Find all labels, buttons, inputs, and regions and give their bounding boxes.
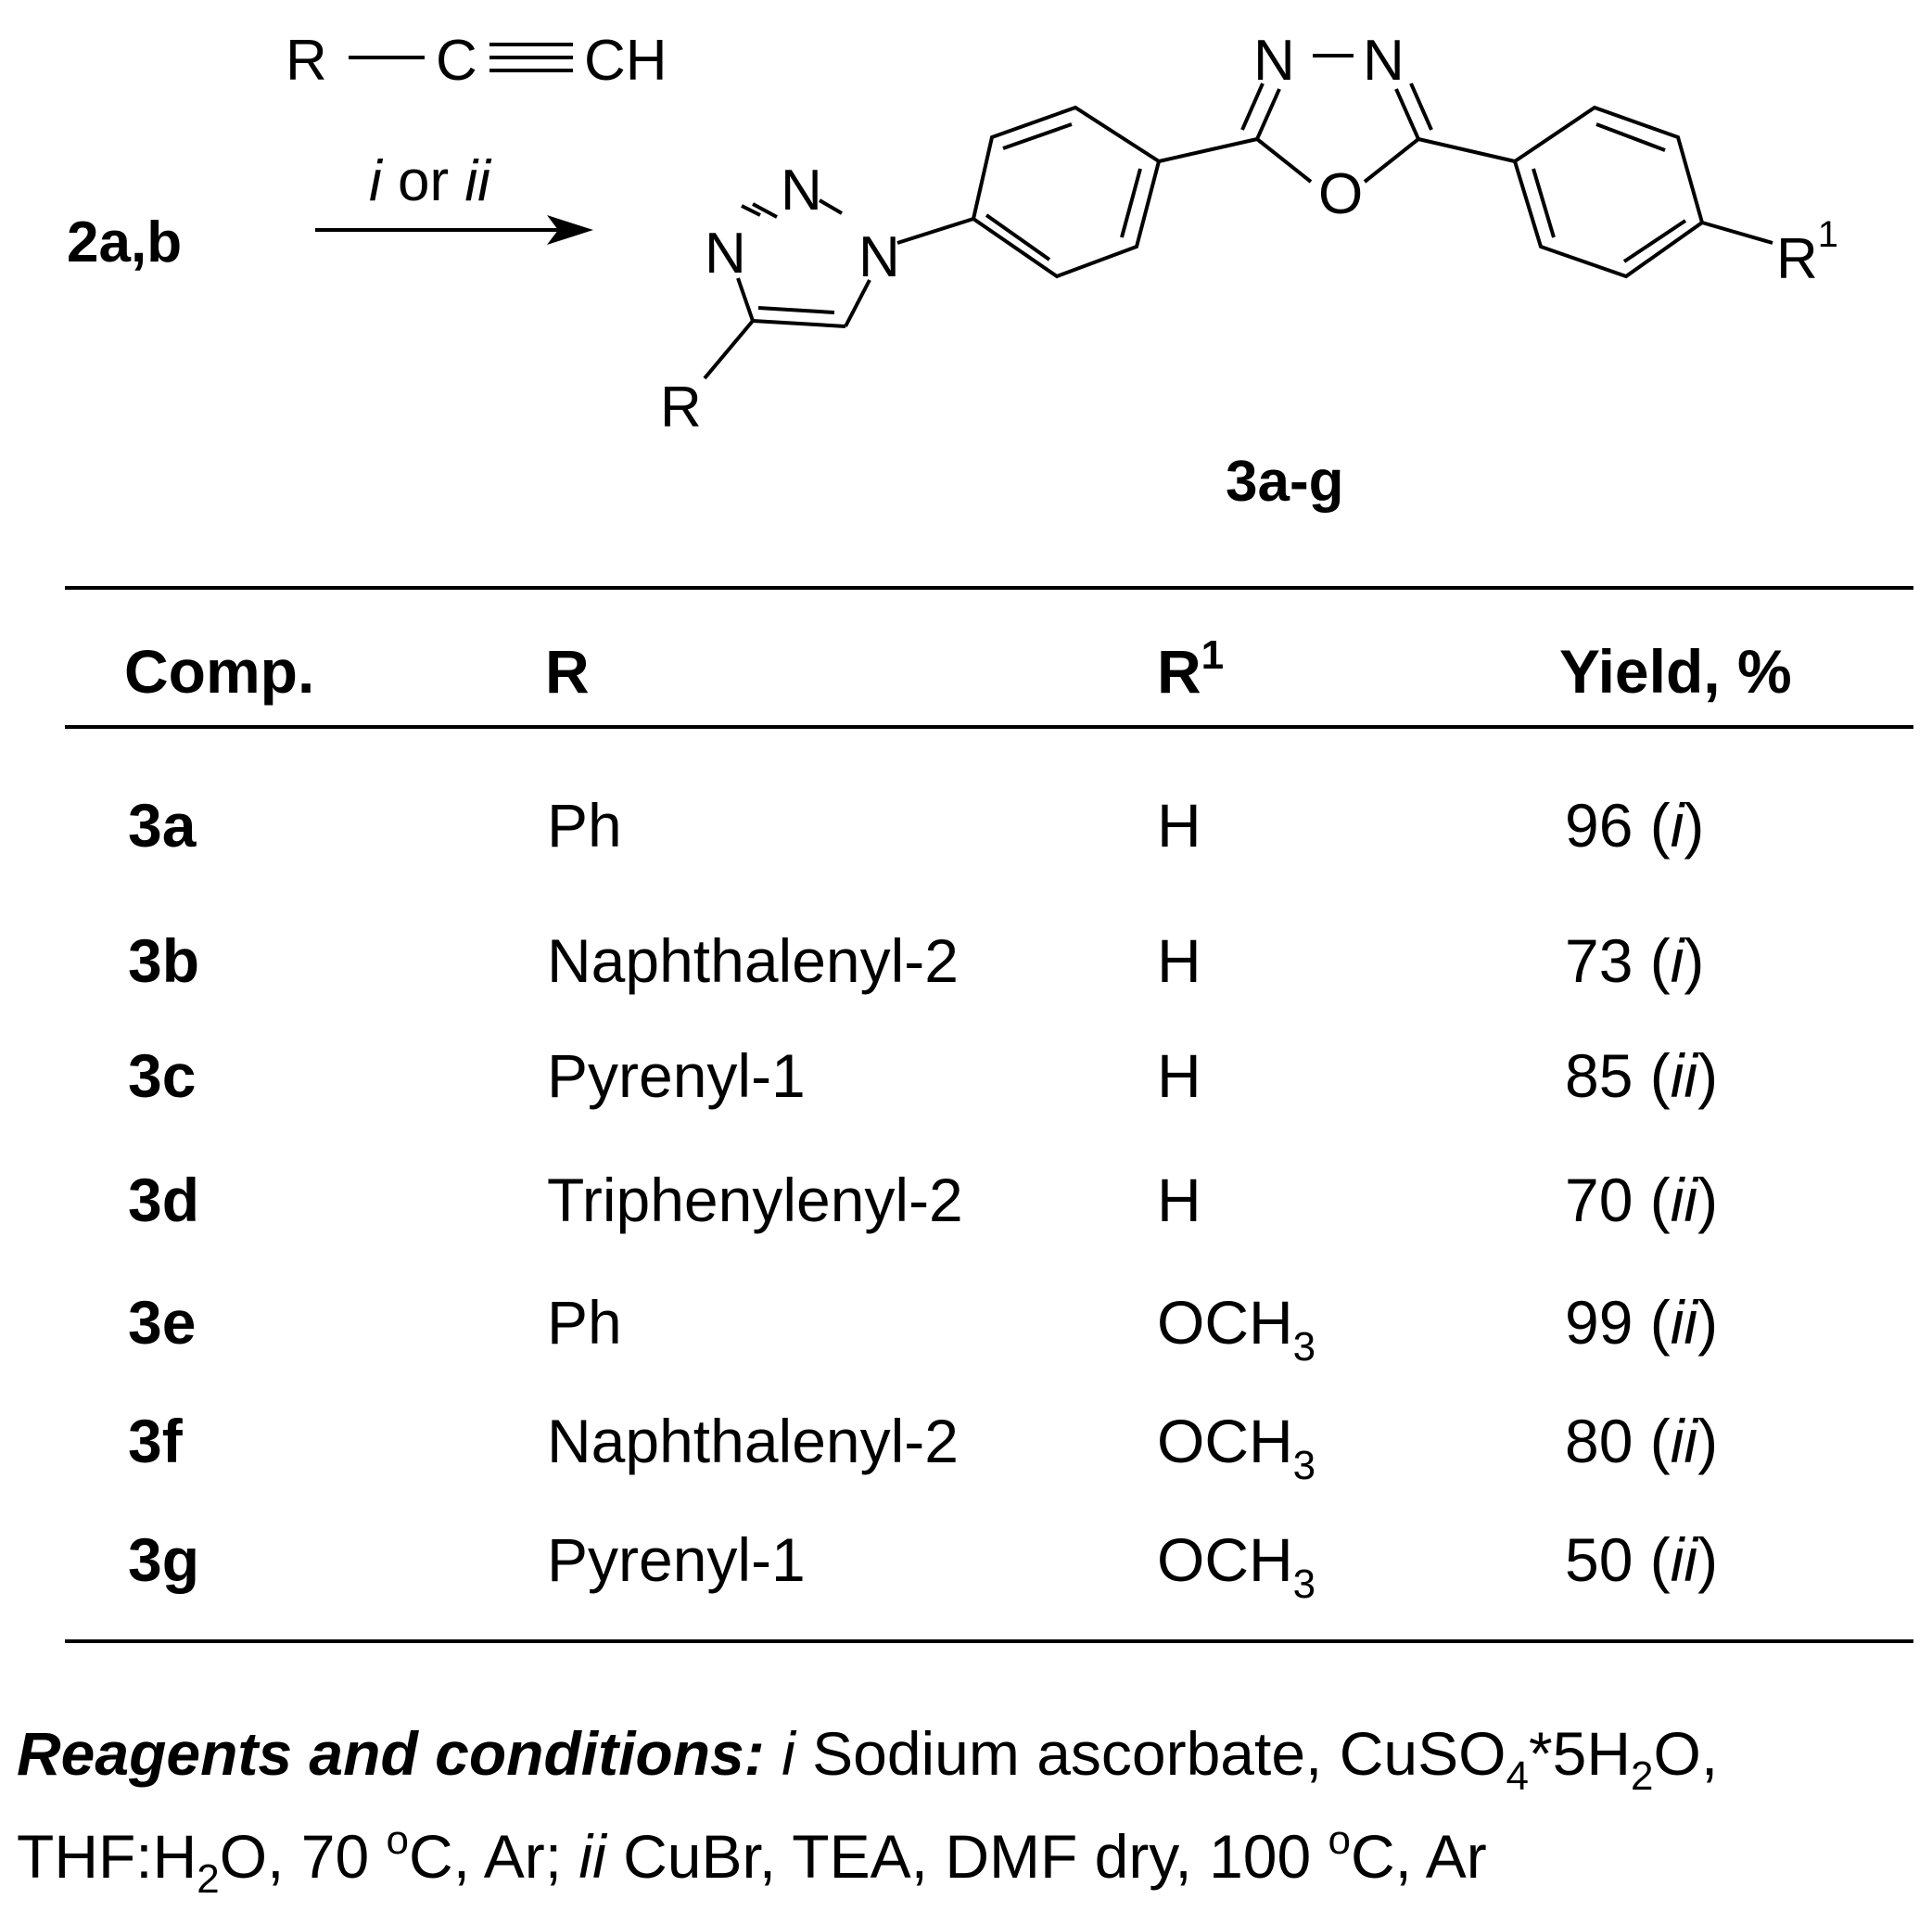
- reagents-conditions-note: Reagents and conditions: i Sodium ascorb…: [17, 1719, 1719, 1902]
- row-0-yield: 96 (i): [1565, 791, 1705, 860]
- row-6-comp: 3g: [128, 1525, 200, 1594]
- header-yield: Yield, %: [1559, 637, 1792, 706]
- arrow-head: [547, 215, 593, 245]
- triazole-n3-atom: N: [858, 225, 900, 289]
- left-phenyl-double-1: [1002, 122, 1073, 150]
- row-6-yield: 50 (ii): [1565, 1525, 1719, 1594]
- n4-c5-bond: [1394, 88, 1420, 140]
- row-3-r: Triphenylenyl-2: [547, 1166, 963, 1234]
- reagent-r-atom: R: [286, 29, 327, 93]
- notes-heading: Reagents and conditions:: [17, 1719, 765, 1788]
- row-5-r1: OCH3: [1157, 1407, 1316, 1488]
- row-5-comp: 3f: [128, 1407, 183, 1475]
- n2-n3-bond: [818, 198, 844, 215]
- r1-substituent: R1: [1776, 214, 1838, 291]
- left-phenyl-hexagon: [971, 105, 1162, 279]
- oxadiazole-n-left-atom: N: [1253, 29, 1295, 93]
- row-0-comp: 3a: [128, 791, 197, 860]
- table-bottom-rule: [65, 1639, 1913, 1643]
- triazole-r-atom: R: [660, 376, 702, 440]
- o-c2-bond: [1255, 137, 1313, 184]
- left-phenyl-double-3: [985, 213, 1051, 261]
- row-1-yield: 73 (i): [1565, 926, 1705, 995]
- reagent-ch-atom: CH: [584, 29, 667, 93]
- row-6-r: Pyrenyl-1: [547, 1525, 806, 1594]
- product-label: 3a-g: [1226, 450, 1343, 514]
- arrow-conditions: i or ii: [369, 149, 492, 213]
- right-phenyl-ring: [1512, 105, 1773, 279]
- row-2-r: Pyrenyl-1: [547, 1041, 806, 1110]
- n1-n2-bond: [752, 202, 778, 219]
- reaction-arrow: i or ii: [315, 149, 593, 245]
- c5-c4-bond: [752, 319, 846, 328]
- triazole-ring: [703, 198, 974, 380]
- phenyl-oxadiazole-bond: [1158, 137, 1258, 163]
- right-phenyl-hexagon: [1512, 105, 1705, 279]
- row-1-r1: H: [1157, 926, 1201, 995]
- oxadiazole-n-right-atom: N: [1363, 29, 1405, 93]
- row-0-r: Ph: [547, 791, 622, 860]
- n1-n2-bond-second: [741, 204, 761, 217]
- row-1-r: Naphthalenyl-2: [547, 926, 959, 995]
- row-5-r: Naphthalenyl-2: [547, 1407, 959, 1475]
- left-phenyl-double-2: [1120, 168, 1142, 238]
- right-phenyl-double-3: [1532, 168, 1556, 238]
- n4-c5-double-bond: [1409, 83, 1433, 131]
- row-2-yield: 85 (ii): [1565, 1041, 1719, 1110]
- row-4-r: Ph: [547, 1288, 622, 1357]
- starting-material-label: 2a,b: [67, 210, 182, 274]
- c4-n1-bond: [736, 277, 755, 322]
- triazole-n1-atom: N: [705, 222, 746, 286]
- c4-r-bond: [703, 319, 755, 380]
- table-header-rule: [65, 725, 1913, 729]
- table-top-rule: [65, 586, 1913, 590]
- header-r1: R1: [1157, 632, 1225, 706]
- row-3-r1: H: [1157, 1166, 1201, 1234]
- triazole-phenyl-bond: [896, 217, 974, 245]
- left-phenyl-ring: [971, 105, 1258, 279]
- header-comp: Comp.: [124, 637, 315, 706]
- right-phenyl-double-1: [1595, 122, 1666, 152]
- alkyne-reagent: R C CH: [286, 29, 667, 93]
- c2-n3-bond: [1255, 88, 1281, 140]
- row-4-yield: 99 (ii): [1565, 1288, 1719, 1357]
- row-1-comp: 3b: [128, 926, 200, 995]
- c5-c4-double-bond: [757, 306, 835, 314]
- row-4-comp: 3e: [128, 1288, 197, 1357]
- phenyl-r1-bond: [1701, 221, 1773, 245]
- row-2-r1: H: [1157, 1041, 1201, 1110]
- c5-o-bond: [1363, 137, 1420, 184]
- header-r: R: [545, 637, 590, 706]
- oxadiazole-o-atom: O: [1318, 162, 1363, 226]
- row-0-r1: H: [1157, 791, 1201, 860]
- triazole-n2-atom: N: [781, 159, 822, 223]
- reaction-scheme: R C CH 2a,b i or ii N N N R: [67, 29, 1838, 514]
- c2-n3-double-bond: [1240, 83, 1265, 131]
- row-6-r1: OCH3: [1157, 1525, 1316, 1607]
- row-3-comp: 3d: [128, 1166, 200, 1234]
- oxadiazole-phenyl-bond: [1417, 137, 1516, 163]
- row-5-yield: 80 (ii): [1565, 1407, 1719, 1475]
- oxadiazole-ring: [1240, 54, 1516, 184]
- reagent-c-atom: C: [436, 29, 477, 93]
- row-2-comp: 3c: [128, 1041, 197, 1110]
- right-phenyl-double-2: [1622, 219, 1687, 263]
- n3-c5-bond: [844, 279, 871, 327]
- row-4-r1: OCH3: [1157, 1288, 1316, 1370]
- row-3-yield: 70 (ii): [1565, 1166, 1719, 1234]
